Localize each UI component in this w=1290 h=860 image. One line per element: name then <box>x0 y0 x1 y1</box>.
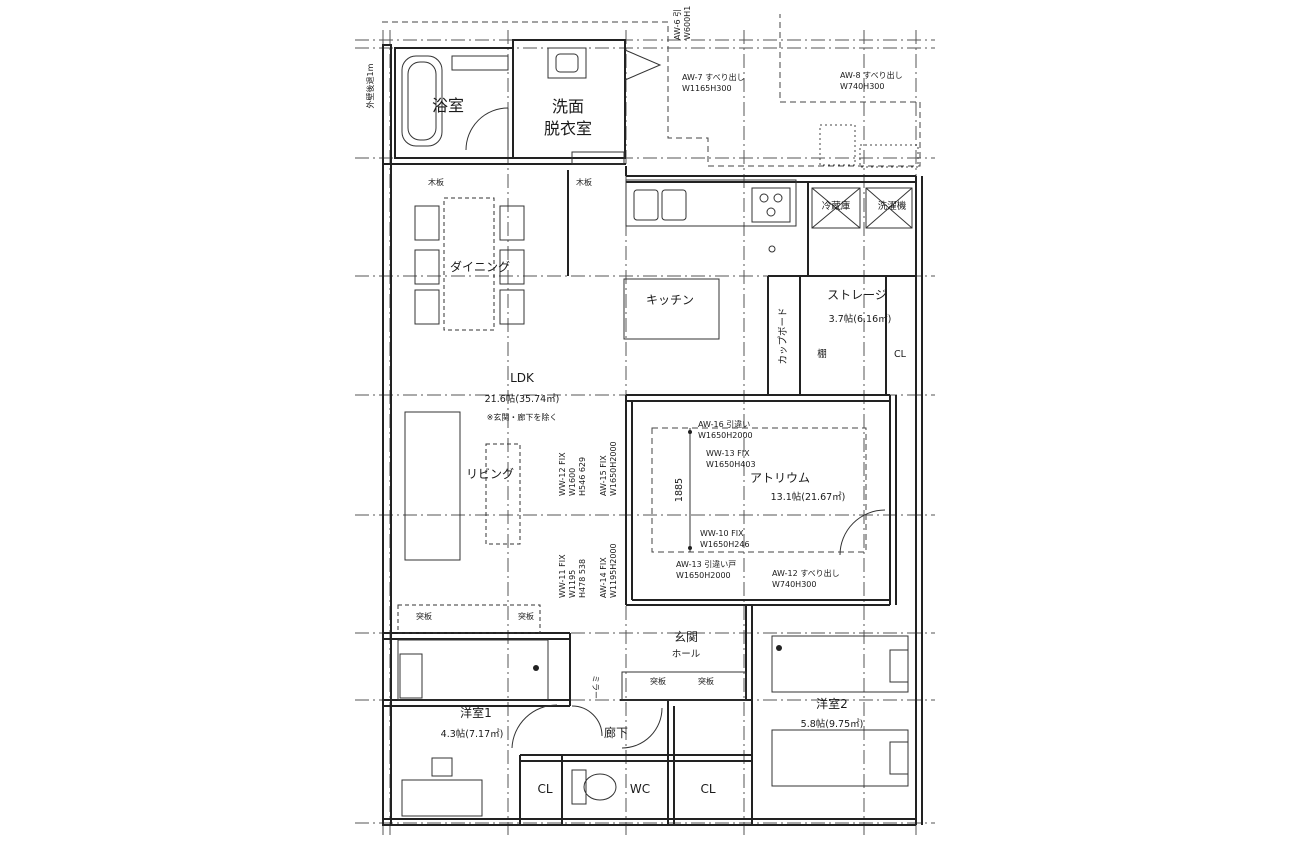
room-labels: 浴室 洗面 脱衣室 ダイニング キッチン ストレージ 3.7帖(6.16㎡) カ… <box>432 96 907 796</box>
note-wood-board-1: 木板 <box>428 177 444 187</box>
room-label-entrance-1: 玄関 <box>674 629 698 644</box>
window-ww10-l2: W1650H246 <box>700 540 750 549</box>
room-label-wc: WC <box>630 782 650 796</box>
room-label-storage: ストレージ <box>827 288 887 302</box>
grid-lines <box>355 30 935 835</box>
outside-outline <box>382 14 921 168</box>
atrium-area <box>651 427 886 556</box>
kitchen-fixtures <box>623 179 913 340</box>
window-aw14-l2: W1195H2000 <box>609 543 618 598</box>
room-label-living: リビング <box>466 467 514 481</box>
room-label-cupboard: カップボード <box>778 307 789 364</box>
window-ww12-l2: W1600 <box>568 468 577 496</box>
room-area-atrium: 13.1帖(21.67㎡) <box>771 491 846 503</box>
room-label-ldk: LDK <box>510 371 535 385</box>
note-ledge-1: 突板 <box>416 611 432 621</box>
window-aw14-l1: AW-14 FIX <box>599 557 608 598</box>
window-aw16-l1: AW-16 引違い <box>698 419 750 429</box>
window-ww10-l1: WW-10 FIX <box>700 529 744 538</box>
window-aw15-l2: W1650H2000 <box>609 441 618 496</box>
room-label-corridor: 廊下 <box>604 725 628 740</box>
note-mirror: ミラー <box>591 675 600 699</box>
room-label-entrance-2: ホール <box>672 649 701 660</box>
window-aw13-l1: AW-13 引違い戸 <box>676 559 736 569</box>
window-aw7-l1: AW-7 すべり出し <box>682 72 745 82</box>
window-labels: AW-6 引 W600H1 AW-7 すべり出し W1165H300 AW-8 … <box>558 6 903 598</box>
window-aw16-l2: W1650H2000 <box>698 431 753 440</box>
window-ww11-l1: WW-11 FIX <box>558 554 567 598</box>
room-label-bath: 浴室 <box>432 96 464 115</box>
window-aw12-l2: W740H300 <box>772 580 816 589</box>
room-area-ldk: 21.6帖(35.74㎡) <box>485 393 560 405</box>
room-area-room1: 4.3帖(7.17㎡) <box>441 728 504 740</box>
exterior-walls <box>382 39 923 826</box>
note-wood-board-2: 木板 <box>576 177 592 187</box>
bedroom-furniture <box>397 635 909 817</box>
room-label-cl-room2: CL <box>700 782 715 796</box>
window-aw8-l1: AW-8 すべり出し <box>840 70 903 80</box>
wc-fixtures <box>571 671 747 805</box>
room-label-kitchen: キッチン <box>646 293 694 307</box>
room-note-ldk: ※玄関・廊下を除く <box>487 412 558 422</box>
window-ww13-l1: WW-13 FIX <box>706 449 750 458</box>
window-ww13-l2: W1650H403 <box>706 460 756 469</box>
window-aw6-l2: W600H1 <box>683 6 692 40</box>
room-label-washroom-2: 脱衣室 <box>544 119 592 138</box>
window-ww12-l3: H546 629 <box>578 457 587 496</box>
window-ww12-l1: WW-12 FIX <box>558 452 567 496</box>
room-label-dining: ダイニング <box>450 259 510 274</box>
bathroom-fixtures <box>401 47 662 165</box>
room-label-room2: 洋室2 <box>816 696 848 711</box>
room-label-fridge: 冷蔵庫 <box>822 200 851 212</box>
room-label-cl-storage: CL <box>894 349 907 360</box>
window-aw12-l1: AW-12 すべり出し <box>772 568 840 578</box>
living-furniture <box>397 411 541 634</box>
room-label-atrium: アトリウム <box>750 471 810 485</box>
room-area-room2: 5.8帖(9.75㎡) <box>801 718 864 730</box>
window-aw15-l1: AW-15 FIX <box>599 455 608 496</box>
room-label-room1: 洋室1 <box>460 705 492 720</box>
window-ww11-l2: W1195 <box>568 570 577 598</box>
window-aw13-l2: W1650H2000 <box>676 571 731 580</box>
room-label-shelf: 棚 <box>817 348 827 360</box>
window-aw8-l2: W740H300 <box>840 82 884 91</box>
dining-furniture <box>414 197 525 331</box>
room-label-cl-room1: CL <box>537 782 552 796</box>
plan-notes: 木板 木板 突板 突板 突板 突板 ミラー 外壁後退1m 1885 <box>365 63 714 699</box>
room-label-washroom-1: 洗面 <box>552 97 584 116</box>
note-exterior-wall: 外壁後退1m <box>365 63 375 108</box>
note-ledge-3: 突板 <box>650 676 666 686</box>
window-aw7-l2: W1165H300 <box>682 84 732 93</box>
room-label-washer: 洗濯機 <box>878 200 907 212</box>
note-ledge-4: 突板 <box>698 676 714 686</box>
room-area-storage: 3.7帖(6.16㎡) <box>829 313 892 325</box>
dimension-1885: 1885 <box>674 478 685 502</box>
window-ww11-l3: H478 538 <box>578 559 587 598</box>
note-ledge-2: 突板 <box>518 611 534 621</box>
window-aw6-l1: AW-6 引 <box>673 9 682 40</box>
